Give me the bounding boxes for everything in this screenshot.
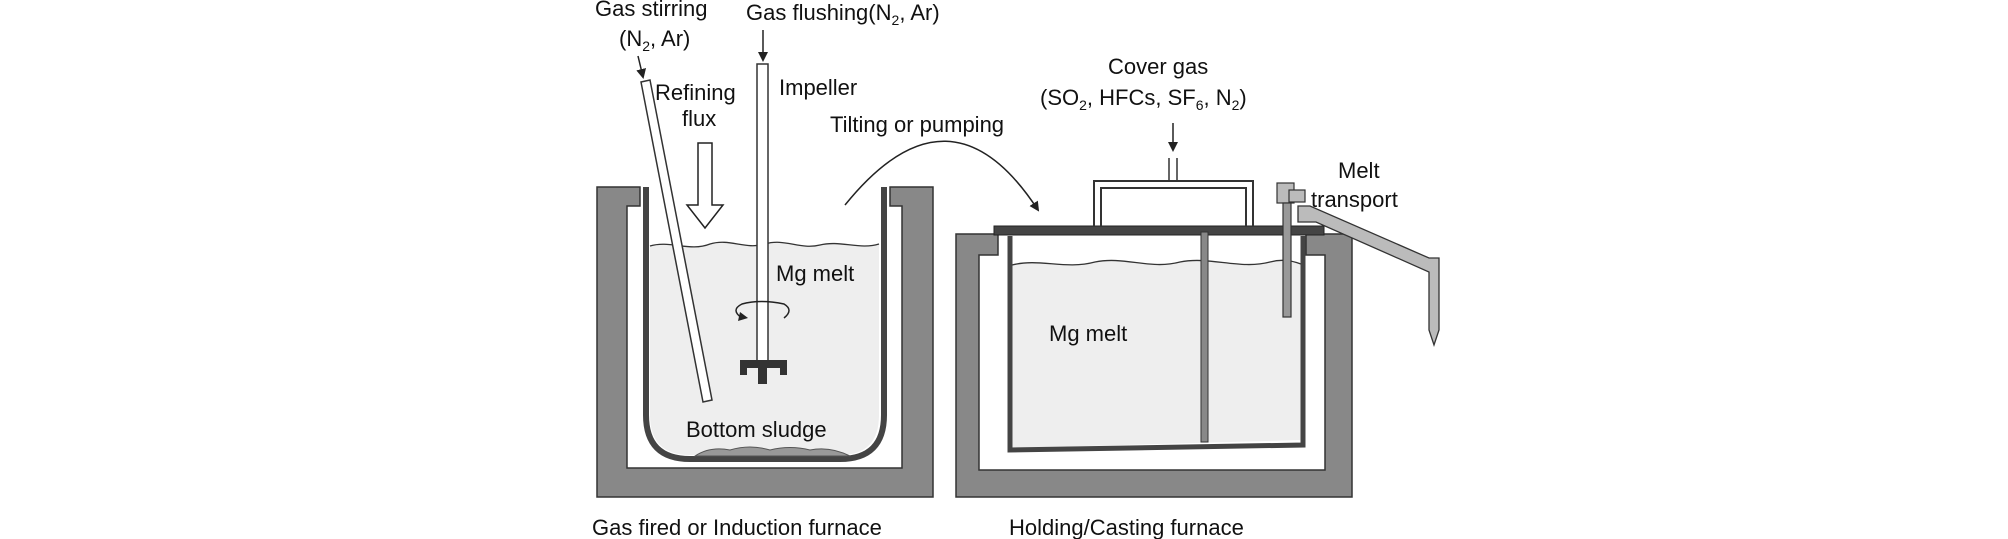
right-furnace	[955, 123, 1440, 498]
right-furnace-caption: Holding/Casting furnace	[1009, 515, 1244, 539]
left-crucible	[643, 187, 887, 462]
transport-pump-tube	[1282, 202, 1292, 318]
mg-melt-right-label: Mg melt	[1049, 321, 1127, 346]
gas-stirring-formula: (N2, Ar)	[619, 26, 690, 54]
transport-launder	[1297, 205, 1440, 348]
right-furnace-wall	[955, 233, 1353, 498]
bottom-sludge-deposit	[693, 446, 851, 457]
labels: Gas stirring (N2, Ar) Gas flushing(N2, A…	[592, 0, 1398, 539]
bottom-sludge-label: Bottom sludge	[686, 417, 827, 442]
right-melt	[1012, 260, 1301, 448]
melt-label: Melt	[1338, 158, 1380, 183]
cover-gas-formula: (SO2, HFCs, SF6, N2)	[1040, 85, 1247, 113]
flux-label: flux	[682, 106, 716, 131]
gas-stirring-lance	[636, 55, 713, 403]
transport-label: transport	[1311, 187, 1398, 212]
gas-flushing-label: Gas flushing(N2, Ar)	[746, 0, 940, 28]
tilting-label: Tilting or pumping	[830, 112, 1004, 137]
impeller-label: Impeller	[779, 75, 857, 100]
cover-gas-label: Cover gas	[1108, 54, 1208, 79]
thermocouple-rod	[1200, 231, 1209, 443]
impeller	[735, 30, 790, 384]
refining-label: Refining	[655, 80, 736, 105]
right-crucible	[1007, 236, 1306, 453]
mg-melt-left-label: Mg melt	[776, 261, 854, 286]
right-melt-surface	[1011, 259, 1302, 266]
gas-stirring-label: Gas stirring	[595, 0, 707, 21]
refining-flux-arrow	[685, 142, 725, 230]
right-furnace-lid	[993, 225, 1325, 236]
left-furnace-wall	[596, 186, 934, 498]
left-furnace-caption: Gas fired or Induction furnace	[592, 515, 882, 539]
tilting-arrow	[844, 140, 1040, 212]
cover-gas-hood	[1093, 180, 1254, 226]
